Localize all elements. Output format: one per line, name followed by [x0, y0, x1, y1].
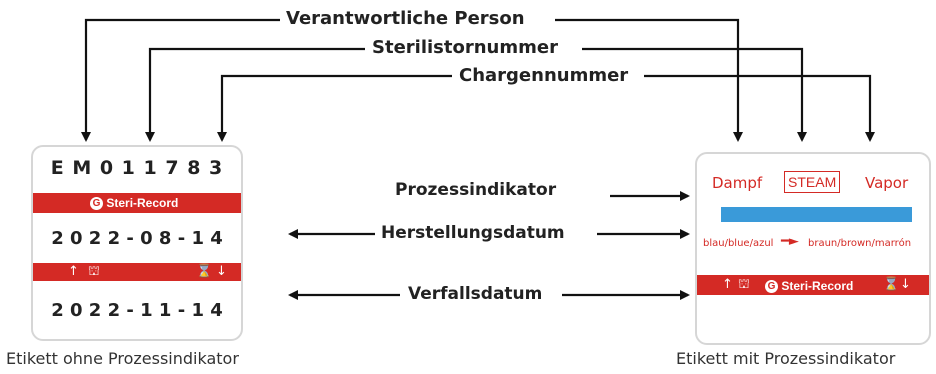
symbol-band: ↑ ⛫ ⌛ ↓	[33, 263, 241, 281]
brand-symbol-band: ↑ ⛫ G Steri-Record ⌛ ↓	[697, 275, 929, 295]
brand-logo: G Steri-Record	[90, 196, 179, 211]
callout-indicator: Prozessindikator	[395, 180, 557, 200]
line-sterilizer-left	[145, 47, 365, 142]
callout-production-date: Herstellungsdatum	[381, 223, 565, 243]
manufacture-date-icon: ⛫	[738, 277, 750, 292]
callout-person: Verantwortliche Person	[284, 8, 527, 29]
brand-name: Steri-Record	[106, 196, 179, 210]
callout-sterilizer: Sterilistornummer	[370, 37, 560, 58]
brand-band: G Steri-Record	[33, 193, 241, 213]
expiry-date-value: 2 0 2 2 - 1 1 - 1 4	[51, 300, 223, 321]
callout-batch: Chargennummer	[457, 65, 631, 86]
arrow-up-icon: ↑	[722, 277, 733, 292]
word-dampf: Dampf	[712, 174, 763, 192]
callout-expiry-date: Verfallsdatum	[408, 284, 543, 304]
brand-logo: G Steri-Record	[765, 279, 854, 294]
word-vapor: Vapor	[865, 174, 909, 192]
color-change-from: blau/blue/azul	[703, 238, 774, 249]
line-batch-left	[217, 74, 452, 142]
line-sterilizer-right	[582, 47, 807, 142]
hourglass-icon: ⌛	[196, 264, 213, 279]
label-without-indicator: E M 0 1 1 7 8 3 G Steri-Record 2 0 2 2 -…	[31, 145, 243, 341]
arrow-up-icon: ↑	[68, 264, 79, 279]
caption-with-indicator: Etikett mit Prozessindikator	[676, 349, 896, 368]
production-date-value: 2 0 2 2 - 0 8 - 1 4	[51, 228, 223, 249]
line-batch-right	[644, 74, 875, 142]
color-change-arrow-icon: ━►	[781, 234, 799, 249]
arrow-down-icon: ↓	[216, 264, 227, 279]
hourglass-icon: ⌛	[883, 277, 900, 292]
gke-logo-icon: G	[765, 280, 778, 294]
label-with-indicator: Dampf STEAM Vapor blau/blue/azul ━► brau…	[695, 152, 931, 345]
line-person-right	[555, 18, 743, 142]
word-steam: STEAM	[784, 171, 841, 193]
gke-logo-icon: G	[90, 197, 103, 211]
brand-name: Steri-Record	[781, 279, 854, 293]
line-person-left	[81, 18, 280, 142]
manufacture-date-icon: ⛫	[88, 264, 100, 279]
indicator-strip	[721, 207, 912, 222]
color-change-to: braun/brown/marrón	[808, 238, 912, 249]
arrow-down-icon: ↓	[900, 277, 911, 292]
caption-without-indicator: Etikett ohne Prozessindikator	[6, 349, 239, 368]
code-line: E M 0 1 1 7 8 3	[50, 157, 224, 179]
